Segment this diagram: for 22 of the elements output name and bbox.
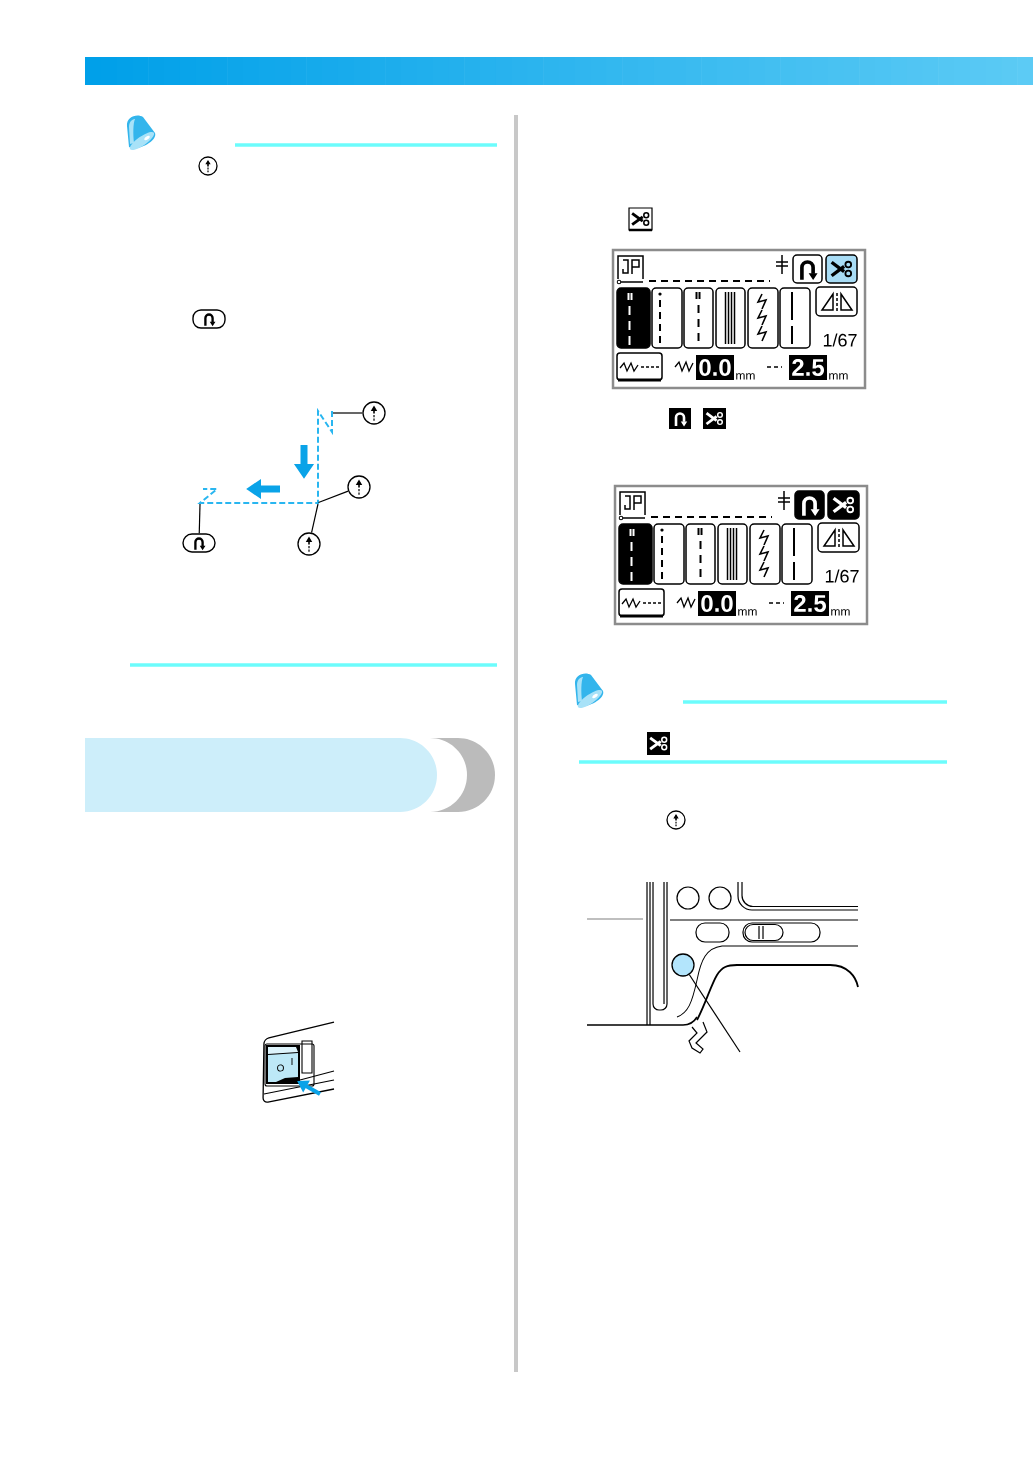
reverse-stitch-icon: [297, 532, 321, 556]
unit-label: mm: [831, 609, 850, 616]
value-display: 0.0: [698, 591, 736, 616]
page-counter: 1/67: [823, 333, 857, 347]
reverse-stitch-icon: [347, 475, 371, 499]
unit-label: mm: [736, 373, 755, 380]
unit-label: mm: [738, 609, 757, 616]
reverse-stitch-icon: [362, 401, 386, 425]
leader-line: [198, 503, 201, 534]
value-display: 2.5: [791, 591, 829, 616]
value-display: 2.5: [789, 355, 827, 380]
leader-line: [310, 503, 319, 534]
leader-line: [688, 974, 741, 1053]
unit-label: mm: [829, 373, 848, 380]
leader-line: [317, 490, 349, 504]
switch-symbol: O: [277, 1064, 284, 1072]
reinforcement-stitch-icon: [182, 533, 216, 553]
page-counter: 1/67: [825, 569, 859, 583]
leader-line: [332, 412, 363, 414]
value-display: 0.0: [696, 355, 734, 380]
switch-symbol: I: [291, 1058, 293, 1065]
round-button: [671, 953, 695, 977]
